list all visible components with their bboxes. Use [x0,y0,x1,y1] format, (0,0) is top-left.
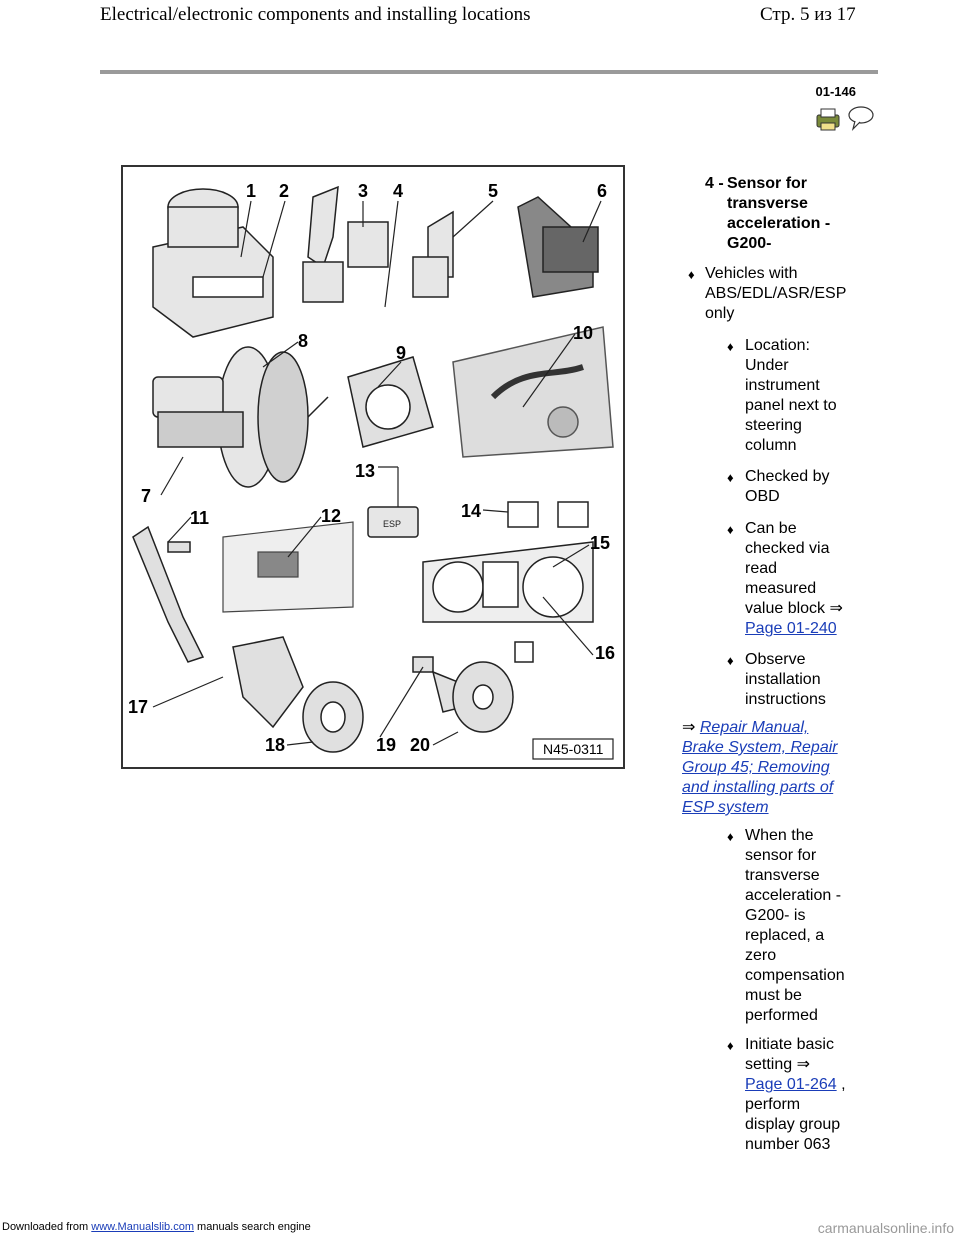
repair-manual-link-line-1[interactable]: Repair Manual, [699,719,809,736]
repair-manual-link-line-3[interactable]: Group 45; Removing [682,759,830,776]
callout-7: 7 [141,486,151,506]
callout-18: 18 [265,735,285,755]
repair-manual-link-line-2[interactable]: Brake System, Repair [682,739,838,756]
callout-14: 14 [461,501,481,521]
figure-code: N45-0311 [543,741,604,757]
callout-10: 10 [573,323,593,343]
callout-19: 19 [376,735,396,755]
printer-icon[interactable] [816,108,840,131]
callout-1: 1 [246,181,256,201]
basic-setting-note: Initiate basic setting ⇒ Page 01-264 , p… [745,1036,846,1153]
callout-17: 17 [128,697,148,717]
can-be-checked-note: Can be checked via read measured value b… [745,520,843,637]
page-01-240-link[interactable]: Page 01-240 [745,620,837,637]
download-footer: Downloaded from www.Manualslib.com manua… [2,1221,311,1233]
item-number: 4 - [705,175,724,192]
repair-manual-link-line-4[interactable]: and installing parts of [682,779,834,796]
callout-20: 20 [410,735,430,755]
callout-11: 11 [190,508,209,528]
diamond-bullet-icon: ♦ [727,1038,734,1053]
zero-compensation-note: When the sensor for transverse accelerat… [745,827,845,1024]
callout-13: 13 [355,461,375,481]
callout-16: 16 [595,643,615,663]
item-title: Sensor for transverse acceleration - G20… [727,175,831,252]
diamond-bullet-icon: ♦ [727,522,734,537]
component-locations-figure: ESP [121,165,625,769]
diamond-bullet-icon: ♦ [727,829,734,844]
repair-manual-reference: ⇒ Repair Manual, Brake System, Repair Gr… [682,719,838,816]
location-note: Location: Under instrument panel next to… [745,337,837,454]
callout-12: 12 [321,506,341,526]
vehicles-note: Vehicles with ABS/EDL/ASR/ESP only [705,265,847,322]
observe-note: Observe installation instructions [745,651,826,708]
diamond-bullet-icon: ♦ [727,470,734,485]
watermark: carmanualsonline.info [817,1220,954,1236]
page-counter: Стр. 5 из 17 [760,4,856,25]
callout-8: 8 [298,331,308,351]
diamond-bullet-icon: ♦ [688,267,695,282]
document-title: Electrical/electronic components and ins… [100,4,531,25]
page-code: 01-146 [815,84,856,99]
speech-bubble-icon[interactable] [848,106,874,131]
callout-15: 15 [590,533,610,553]
page-01-264-link[interactable]: Page 01-264 [745,1076,837,1093]
diamond-bullet-icon: ♦ [727,339,734,354]
callout-4: 4 [393,181,403,201]
header-rule [100,70,878,74]
diamond-bullet-icon: ♦ [727,653,734,668]
callout-2: 2 [279,181,289,201]
callout-9: 9 [396,343,406,363]
repair-manual-link-line-5[interactable]: ESP system [682,799,769,816]
callout-5: 5 [488,181,498,201]
callout-3: 3 [358,181,368,201]
toolbar-icons [815,106,877,132]
manualslib-link[interactable]: www.Manualslib.com [91,1221,194,1233]
checked-obd-note: Checked by OBD [745,468,830,505]
callout-6: 6 [597,181,607,201]
esp-switch-label: ESP [383,519,401,529]
